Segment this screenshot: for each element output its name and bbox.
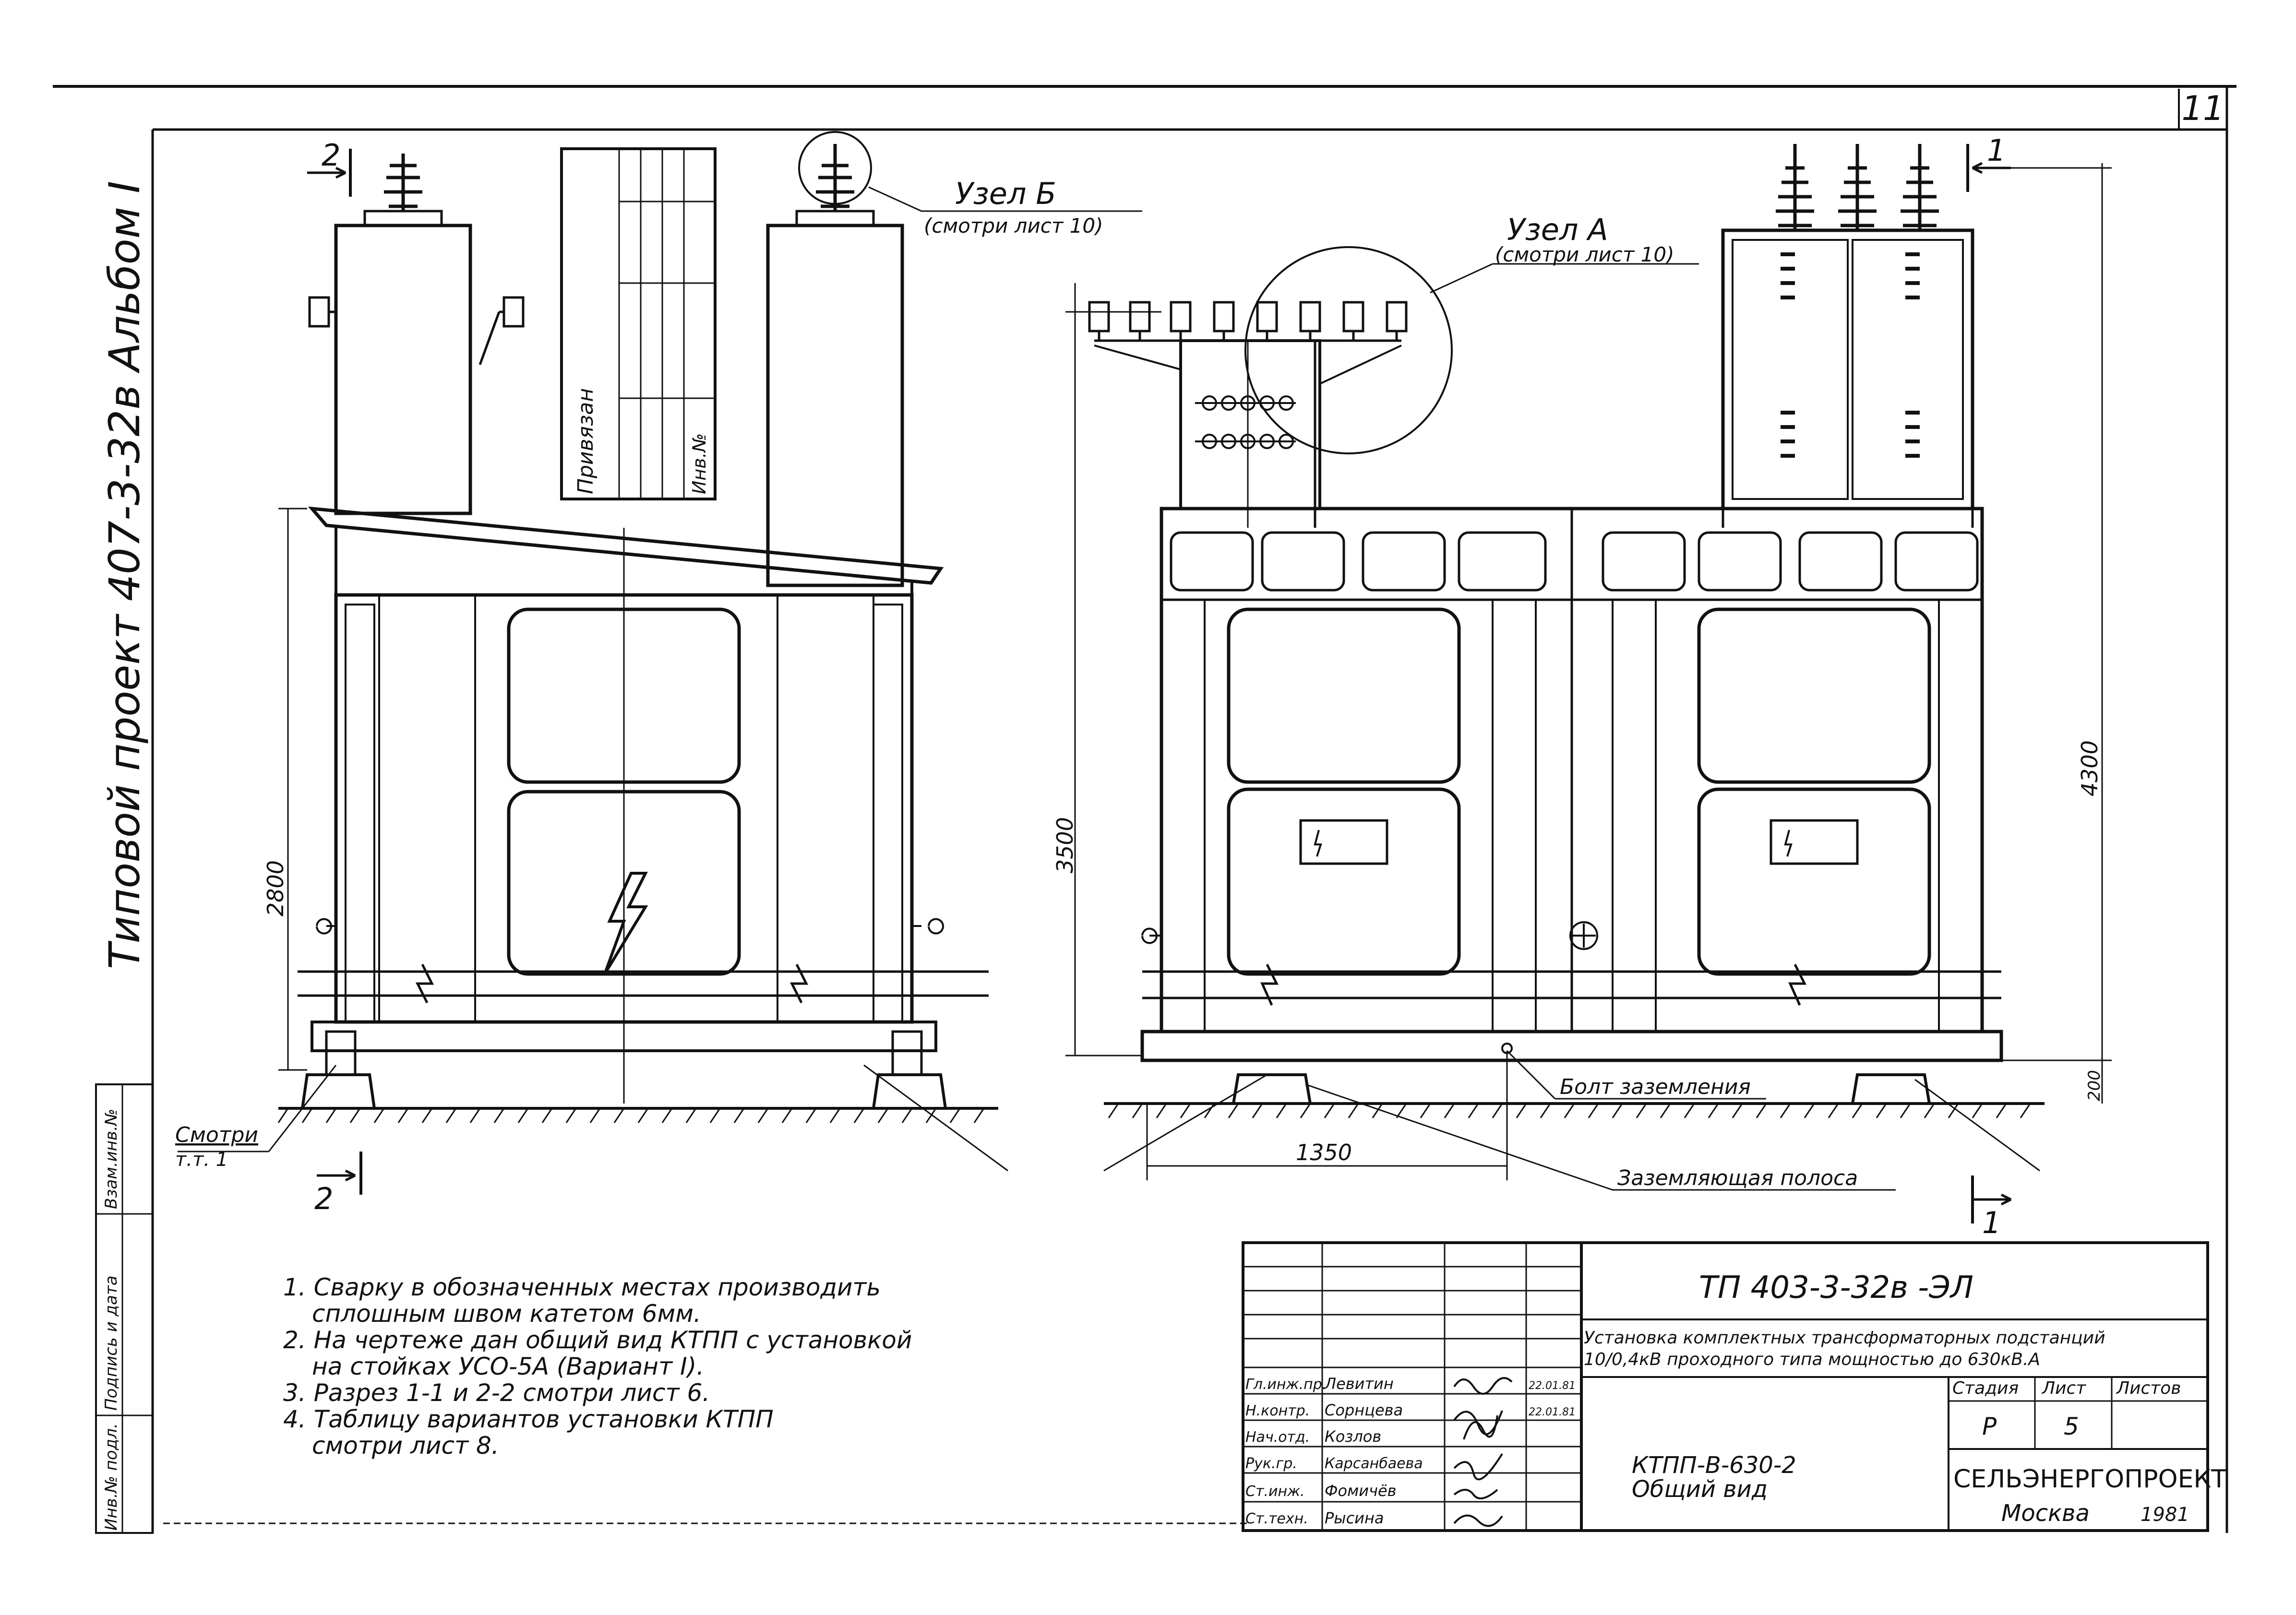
sheet-header: Лист — [2041, 1378, 2086, 1398]
note-2b: на стойках УСО-5А (Вариант I). — [312, 1353, 704, 1380]
sig-role-3: Нач.отд. — [1245, 1429, 1310, 1446]
see-tt1-line2: т.т. 1 — [175, 1149, 228, 1171]
description-2: 10/0,4кВ проходного типа мощностью до 63… — [1584, 1350, 2040, 1369]
note-3: 3. Разрез 1-1 и 2-2 смотри лист 6. — [283, 1379, 710, 1407]
note-2: 2. На чертеже дан общий вид КТПП с устан… — [283, 1326, 912, 1354]
city: Москва — [2001, 1500, 2090, 1527]
org-name: СЕЛЬЭНЕРГОПРОЕКТ — [1953, 1465, 2226, 1494]
ground-callouts: Болт заземления Заземляющая полоса — [863, 1043, 2040, 1191]
sig-name-3: Козлов — [1325, 1427, 1381, 1446]
sheets-header: Листов — [2116, 1378, 2181, 1398]
drawing-name-1: КТПП-В-630-2 — [1632, 1452, 1796, 1479]
stage-header: Стадия — [1952, 1378, 2019, 1398]
node-b-callout: Узел Б (смотри лист 10) — [868, 176, 1142, 238]
node-b-label: Узел Б — [955, 176, 1056, 211]
dim-left-height: 2800 — [263, 860, 288, 916]
album-title: Типовой проект 407-3-32в Альбом I — [100, 181, 149, 969]
stage-value: Р — [1982, 1413, 1997, 1440]
description-1: Установка комплектных трансформаторных п… — [1584, 1328, 2105, 1348]
note-4: 4. Таблицу вариантов установки КТПП — [283, 1405, 774, 1433]
sig-role-5: Ст.инж. — [1245, 1483, 1305, 1500]
sig-role-2: Н.контр. — [1245, 1402, 1310, 1419]
right-front-view: 3500 4300 200 1350 1 1 — [1052, 133, 2112, 1240]
section-mark-1-bottom: 1 — [1982, 1205, 2001, 1240]
sig-date-1: 22.01.81 — [1529, 1380, 1576, 1392]
stamp-col-1: Взам.инв.№ — [102, 1109, 121, 1209]
section-mark-1-top: 1 — [1987, 133, 2006, 168]
ground-strip-label: Заземляющая полоса — [1617, 1166, 1858, 1190]
binding-table: Привязан Инв.№ — [560, 147, 717, 500]
dim-base-width: 1350 — [1296, 1140, 1352, 1165]
dim-base-height: 200 — [2085, 1070, 2104, 1101]
title-block: ТП 403-3-32в -ЭЛ Установка комплектных т… — [1242, 1241, 2226, 1532]
stamp-col-3: Инв.№ подл. — [102, 1423, 121, 1531]
node-b-ref: (смотри лист 10) — [924, 214, 1103, 238]
handwritten-signatures — [1453, 1377, 1513, 1527]
sig-name-4: Карсанбаева — [1325, 1455, 1423, 1472]
sig-date-2: 22.01.81 — [1529, 1406, 1576, 1418]
stamp-col-2: Подпись и дата — [102, 1275, 121, 1411]
year: 1981 — [2141, 1504, 2189, 1526]
note-1: 1. Сварку в обозначенных местах производ… — [283, 1273, 881, 1301]
note-1b: сплошным швом катетом 6мм. — [312, 1300, 701, 1328]
ground-bolt-label: Болт заземления — [1560, 1075, 1751, 1099]
sig-name-1: Левитин — [1324, 1375, 1394, 1393]
binding-inv-label: Инв.№ — [689, 433, 710, 494]
node-a-label: Узел А — [1507, 212, 1608, 247]
sheet-value: 5 — [2064, 1413, 2079, 1440]
dim-right-height-2: 4300 — [2077, 740, 2103, 796]
sig-name-5: Фомичёв — [1325, 1482, 1397, 1500]
node-a-ref: (смотри лист 10) — [1495, 243, 1674, 266]
section-mark-2-top: 2 — [322, 138, 340, 173]
dim-right-height-1: 3500 — [1052, 817, 1078, 873]
note-4b: смотри лист 8. — [312, 1432, 499, 1460]
notes: 1. Сварку в обозначенных местах производ… — [283, 1273, 912, 1460]
section-mark-2-bottom: 2 — [314, 1181, 333, 1216]
sig-name-6: Рысина — [1325, 1509, 1384, 1527]
drawing-name-2: Общий вид — [1632, 1476, 1768, 1503]
left-side-view: 2800 2 2 Смотри т.т. 1 — [175, 131, 998, 1216]
doc-code: ТП 403-3-32в -ЭЛ — [1699, 1270, 1973, 1306]
binding-label: Привязан — [574, 388, 598, 494]
sig-role-4: Рук.гр. — [1245, 1455, 1297, 1472]
sig-role-6: Ст.техн. — [1245, 1510, 1308, 1527]
sig-role-1: Гл.инж.пр. — [1245, 1376, 1327, 1393]
side-stamp: Типовой проект 407-3-32в Альбом I Взам.и… — [95, 181, 154, 1534]
see-tt1-line1: Смотри — [175, 1123, 258, 1147]
page-number: 11 — [2181, 89, 2224, 128]
sig-name-2: Сорнцева — [1325, 1401, 1403, 1419]
node-a-callout: Узел А (смотри лист 10) — [1430, 212, 1699, 294]
sheet-frame — [53, 85, 2236, 1533]
